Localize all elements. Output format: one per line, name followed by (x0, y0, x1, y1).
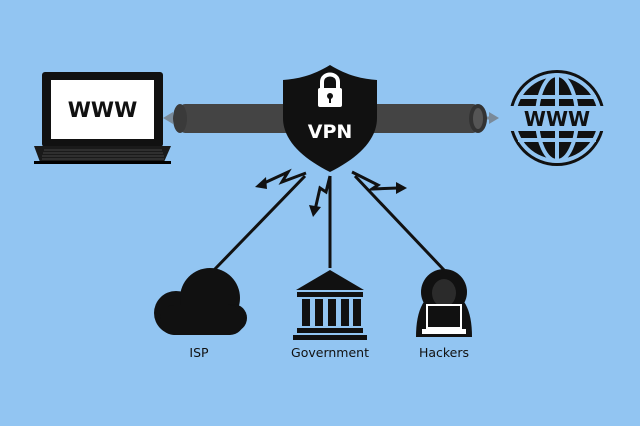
government-deflect-arrow (309, 175, 332, 217)
isp-label: ISP (189, 345, 209, 360)
government-label: Government (291, 345, 369, 360)
hackers-line (353, 174, 446, 272)
laptop-icon: WWW (34, 72, 171, 164)
vpn-shield-icon: VPN (283, 65, 377, 172)
vpn-label: VPN (308, 121, 353, 143)
bank-building-icon (293, 270, 367, 340)
hacker-icon (416, 269, 472, 337)
hackers-label: Hackers (419, 345, 469, 360)
interception-lines (212, 174, 446, 272)
hackers-deflect-arrow (351, 170, 407, 194)
deflection-arrows (255, 168, 407, 217)
globe-icon: WWW (509, 70, 605, 166)
isp-deflect-arrow (255, 168, 307, 189)
cloud-icon (154, 268, 247, 335)
padlock-icon (318, 72, 342, 107)
isp-line (212, 174, 307, 272)
globe-text: WWW (524, 107, 590, 131)
laptop-screen-text: WWW (68, 98, 138, 122)
